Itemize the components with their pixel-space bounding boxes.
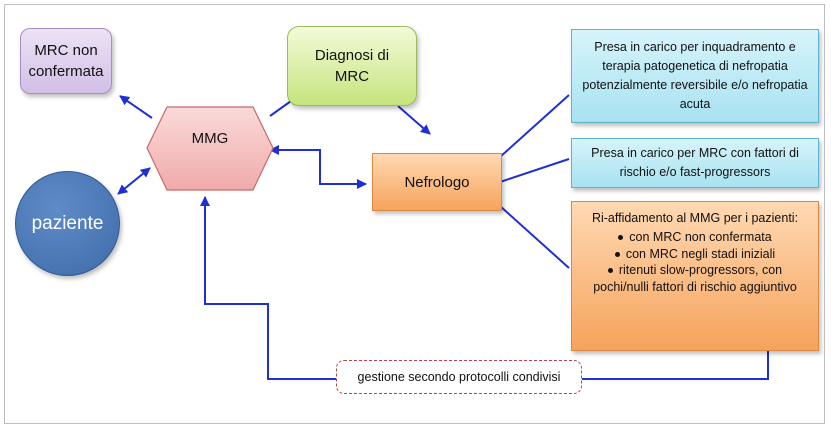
mrc-non-confermata-label: MRC non confermata [28, 42, 104, 80]
line-nefrologo-to-box2 [499, 158, 570, 183]
ri-affidamento-node [571, 201, 819, 351]
nefrologo-node [372, 153, 502, 211]
list-item: ritenuti slow-progressors, con pochi/nul… [593, 263, 797, 294]
ri-affidamento-title: Ri-affidamento al MMG per i pazienti: [591, 211, 799, 225]
bullet-icon [618, 235, 624, 241]
diagram-canvas: MRC non confermata Diagnosi di MRC MMG p… [4, 4, 827, 426]
presa-in-carico-reversibile-label: Presa in carico per inquadramento e tera… [582, 40, 808, 111]
presa-in-carico-mrc-node [571, 138, 819, 188]
arrow-mmg-nefrologo [269, 145, 367, 189]
paziente-label: paziente [31, 212, 104, 234]
mmg-label: MMG [191, 129, 229, 147]
presa-in-carico-reversibile-node [571, 29, 819, 123]
mmg-node [146, 106, 274, 191]
list-item: con MRC non confermata [579, 229, 811, 246]
bullet-icon [607, 268, 613, 274]
arrow-diagnosi-to-nefrologo [397, 105, 431, 135]
diagnosi-mrc-line2: MRC [334, 68, 370, 85]
ri-affidamento-list: con MRC non confermata con MRC negli sta… [579, 229, 811, 295]
list-item: con MRC negli stadi iniziali [579, 246, 811, 263]
diagnosi-mrc-line1: Diagnosi di [314, 47, 390, 64]
arrow-mmg-to-mrc-non-confermata [119, 95, 153, 119]
nefrologo-label: Nefrologo [404, 173, 470, 191]
diagnosi-mrc-label: Diagnosi di MRC [287, 26, 417, 106]
protocolli-label: gestione secondo protocolli condivisi [357, 370, 561, 384]
paziente-node [15, 171, 120, 276]
diagnosi-mrc-node [287, 26, 417, 106]
bullet-icon [614, 251, 620, 257]
ri-affidamento-content: Ri-affidamento al MMG per i pazienti: co… [571, 201, 819, 351]
protocolli-node [336, 360, 582, 394]
mrc-non-confermata-node [20, 28, 112, 94]
arrow-mmg-paziente [117, 167, 151, 195]
line-nefrologo-to-box1 [499, 94, 570, 158]
arrow-protocolli-to-mmg [200, 196, 336, 380]
presa-in-carico-mrc-label: Presa in carico per MRC con fattori di r… [591, 146, 799, 179]
line-nefrologo-to-box3 [499, 205, 570, 269]
